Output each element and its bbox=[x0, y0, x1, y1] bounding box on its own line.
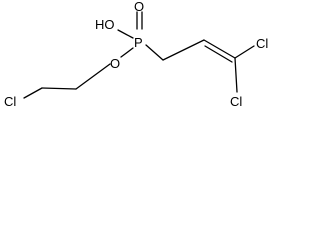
hydroxyl-label: HO bbox=[95, 17, 115, 32]
ester-oxygen-label: O bbox=[110, 56, 120, 71]
phosphorus-label: P bbox=[134, 35, 143, 50]
ch-c-double-bond-line-1 bbox=[203, 39, 236, 59]
ch2-ch2-bond bbox=[41, 87, 77, 90]
ch-c-double-bond-line-2 bbox=[204, 45, 233, 63]
chlorine-lower-right-label: Cl bbox=[230, 94, 242, 109]
ch2-ch-bond bbox=[162, 39, 205, 61]
chemical-structure: P O HO O Cl Cl Cl bbox=[4, 0, 268, 109]
bonds bbox=[23, 11, 255, 99]
atom-labels: P O HO O Cl Cl Cl bbox=[4, 0, 268, 109]
ch2-cl-bond bbox=[23, 87, 43, 99]
p-hydroxyl-bond bbox=[117, 29, 134, 39]
chlorine-upper-right-label: Cl bbox=[256, 36, 268, 51]
p-ester-o-bond bbox=[120, 47, 134, 58]
chlorine-left-label: Cl bbox=[4, 94, 16, 109]
o-ch2-bond bbox=[75, 63, 111, 90]
c-cl-lower-bond bbox=[234, 57, 238, 93]
oxo-oxygen-label: O bbox=[134, 0, 144, 14]
c-cl-upper-bond bbox=[234, 45, 255, 59]
p-ch2-bond bbox=[145, 44, 164, 61]
